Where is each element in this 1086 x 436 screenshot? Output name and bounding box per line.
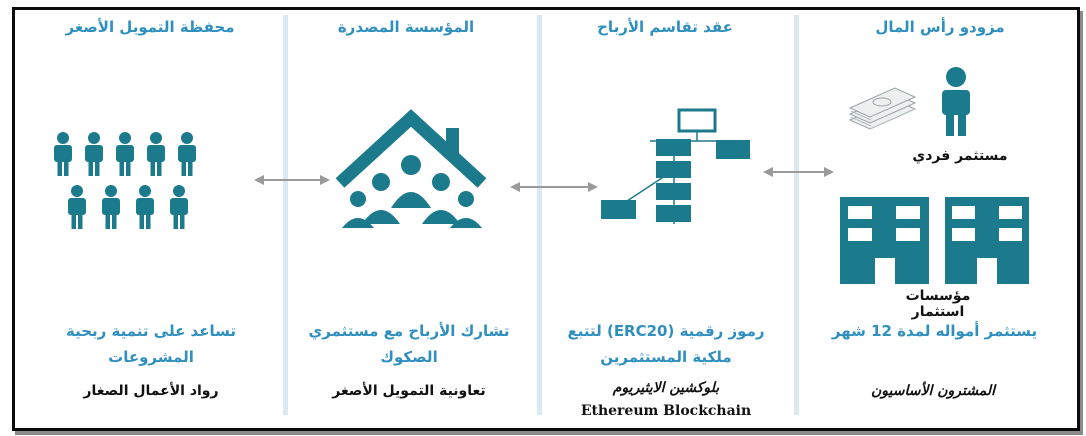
desc-line: تشارك الأرباح مع مستثمري (308, 322, 510, 340)
title-issuing-institution: المؤسسة المصدرة (337, 18, 475, 36)
desc-line: ملكية المستثمرين (600, 348, 732, 366)
bottom-microfinance-cooperative: تعاونية التمويل الأصغر (332, 383, 486, 399)
desc-line: تساعد على تنمية ربحية (66, 322, 236, 340)
token-hierarchy-icon (601, 108, 750, 224)
money-icon (848, 87, 917, 130)
bottom-ethereum-blockchain-english: Ethereum Blockchain (580, 403, 752, 419)
caption-investment-institutions: مؤسسات استثمار (905, 288, 971, 320)
people-group-icon (54, 132, 196, 229)
desc-capital-providers: يستثمر أمواله لمدة 12 شهر (812, 318, 1057, 344)
double-arrow-icon (763, 167, 834, 177)
desc-microfinance-portfolio: تساعد على تنمية ربحية المشروعات (36, 318, 266, 370)
desc-line: المشروعات (108, 348, 194, 366)
building-icon (945, 197, 1029, 284)
title-microfinance-portfolio: محفظة التمويل الأصغر (65, 18, 235, 36)
column-divider (283, 15, 288, 415)
title-profit-sharing-contract: عقد تقاسم الأرباح (597, 18, 733, 36)
bottom-ethereum-blockchain-arabic: بلوكشين الايثيريوم (612, 380, 720, 396)
desc-line: رموز رقمية (ERC20) لتتبع (567, 322, 765, 340)
desc-profit-sharing-contract: رموز رقمية (ERC20) لتتبع ملكية المستثمري… (551, 318, 781, 370)
desc-line: الصكوك (380, 348, 438, 366)
double-arrow-icon (254, 175, 330, 185)
column-divider (537, 15, 542, 415)
column-divider (794, 15, 799, 415)
caption-individual-investor: مستثمر فردي (912, 148, 1008, 164)
person-icon (942, 67, 970, 136)
cooperative-house-icon (335, 109, 487, 228)
desc-issuing-institution: تشارك الأرباح مع مستثمري الصكوك (294, 318, 524, 370)
bottom-small-entrepreneurs: رواد الأعمال الصغار (83, 383, 219, 399)
bottom-primary-buyers: المشترون الأساسيون (871, 383, 995, 399)
desc-line: يستثمر أمواله لمدة 12 شهر (831, 322, 1038, 340)
title-capital-providers: مزودو رأس المال (875, 18, 1005, 36)
double-arrow-icon (510, 182, 598, 192)
building-icon (840, 197, 929, 284)
